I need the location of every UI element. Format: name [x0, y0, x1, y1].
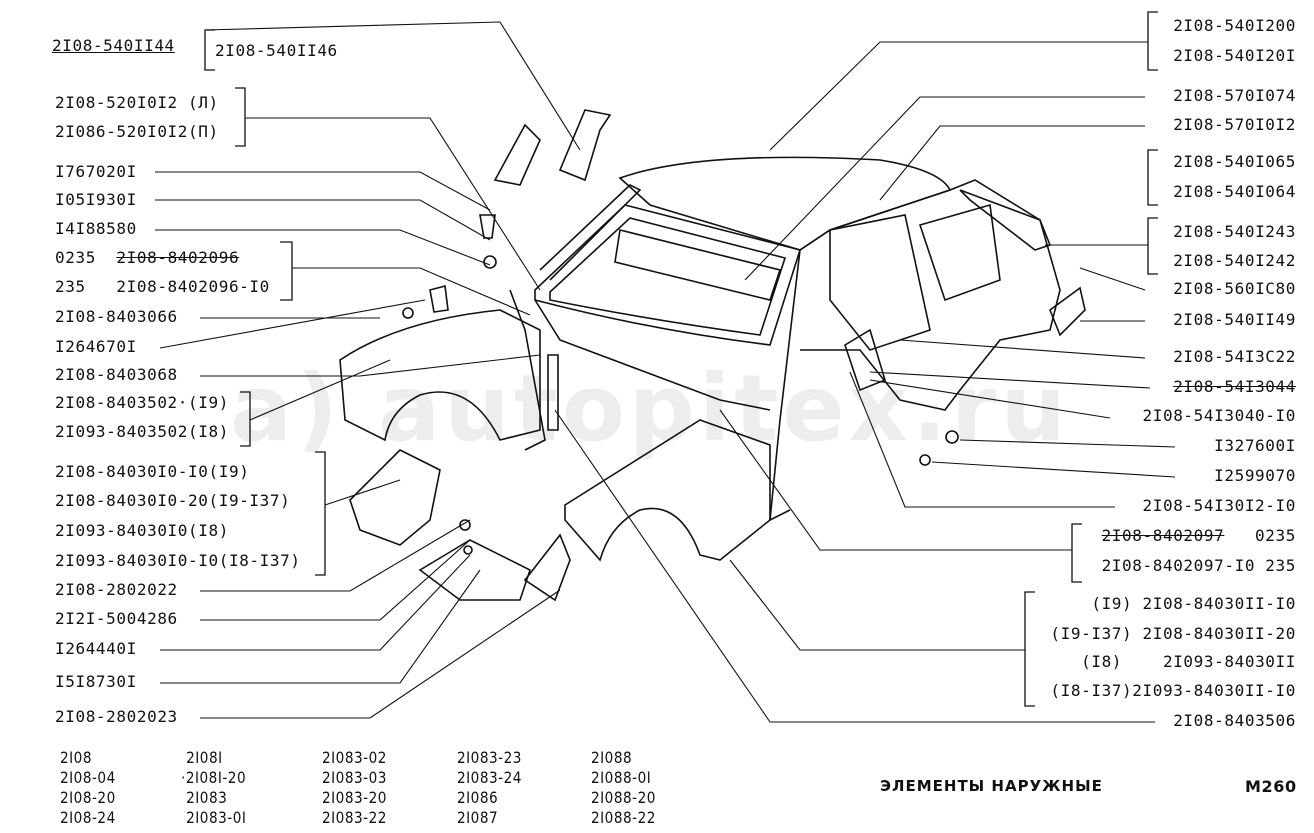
part-label: 2I08-8403502·(I9)	[55, 393, 229, 412]
part-label: 2I08-540I200	[1173, 16, 1296, 35]
model-code: 2I083-22	[322, 808, 387, 827]
part-label: 2I093-84030I0(I8)	[55, 521, 229, 540]
model-code: 2I08	[60, 748, 93, 767]
model-code: 2I087	[457, 808, 499, 827]
model-code: 2I083-02	[322, 748, 387, 767]
model-code: 2I083-03	[322, 768, 387, 787]
part-label: 2I08-520I0I2 (Л)	[55, 93, 219, 112]
part-label: 2I08-570I0I2	[1173, 115, 1296, 134]
page-code: M260	[1245, 777, 1297, 796]
part-label: 2I08-84030I0-I0(I9)	[55, 462, 250, 481]
model-code: 2I083-0I	[186, 808, 247, 827]
part-label: 2I08-84030I0-20(I9-I37)	[55, 491, 291, 510]
part-label: 2I08-54I3C22	[1173, 347, 1296, 366]
part-label: 2I08-540II44	[52, 36, 175, 55]
part-label: 2I08-8402097 0235	[1102, 527, 1296, 545]
part-label: I264670I	[55, 337, 137, 356]
model-code: 2I083-24	[457, 768, 522, 787]
part-label: 2I093-84030I0-I0(I8-I37)	[55, 551, 301, 570]
model-code: 2I088	[591, 748, 633, 767]
part-label: I5I8730I	[55, 672, 137, 691]
body-outline	[339, 109, 1086, 602]
part-label: 2I08-560IC80	[1173, 279, 1296, 298]
part-label: 2I08-8402097-I0 235	[1101, 556, 1296, 575]
superseded-part-number: 2I08-8402096	[116, 248, 240, 267]
model-code: 2I083	[186, 788, 228, 807]
part-label: (I8-I37)2I093-84030II-I0	[1050, 681, 1296, 700]
model-code: 2I083-20	[322, 788, 387, 807]
part-label: 2I2I-5004286	[55, 609, 178, 628]
part-label: I4I88580	[55, 219, 137, 238]
part-label: I767020I	[55, 162, 137, 181]
part-label: 2I08-54I30I2-I0	[1142, 496, 1296, 515]
superseded-part-label: 2I08-54I3044	[1173, 377, 1296, 396]
part-label: 2I08-8403066	[55, 307, 178, 326]
model-code: 2I088-22	[591, 808, 656, 827]
part-label: 2I08-570I074	[1173, 86, 1296, 105]
part-label: I327600I	[1214, 436, 1296, 455]
model-code: 2I08-20	[60, 788, 116, 807]
part-label: (I9) 2I08-84030II-I0	[1091, 594, 1296, 613]
part-label: 2I08-540I243	[1173, 222, 1296, 241]
part-label: 0235 2I08-8402096	[55, 249, 239, 267]
model-code: ·2I08I-20	[181, 768, 247, 787]
part-qualifier: 0235	[1224, 526, 1296, 545]
part-qualifier: 0235	[55, 248, 117, 267]
label-brackets	[204, 11, 1158, 707]
part-label: I264440I	[55, 639, 137, 658]
part-label: (I8) 2I093-84030II	[1081, 652, 1296, 671]
part-label: 2I08-2802023	[55, 707, 178, 726]
superseded-part-number: 2I08-8402097	[1101, 526, 1225, 545]
part-label: 2I08-540I065	[1173, 152, 1296, 171]
part-label: 2I08-2802022	[55, 580, 178, 599]
part-label: 2I08-540II49	[1173, 310, 1296, 329]
part-label: I2599070	[1214, 466, 1296, 485]
part-label: 2I086-520I0I2(П)	[55, 122, 219, 141]
part-label: I05I930I	[55, 190, 137, 209]
part-label: 235 2I08-8402096-I0	[55, 277, 270, 296]
part-label: 2I08-540I242	[1173, 251, 1296, 270]
part-label: 2I08-8403506	[1173, 711, 1296, 730]
model-code: 2I088-20	[591, 788, 656, 807]
model-code: 2I088-0I	[591, 768, 652, 787]
part-label: 2I08-540I20I	[1173, 46, 1296, 65]
part-label: (I9-I37) 2I08-84030II-20	[1050, 624, 1296, 643]
model-code: 2I08-04	[60, 768, 116, 787]
model-code: 2I08I	[186, 748, 223, 767]
part-label: 2I08-540I064	[1173, 182, 1296, 201]
diagram-title: ЭЛЕМЕНТЫ НАРУЖНЫЕ	[880, 777, 1103, 795]
part-label: 2I08-8403068	[55, 365, 178, 384]
model-code: 2I083-23	[457, 748, 522, 767]
part-label: 2I093-8403502(I8)	[55, 422, 229, 441]
model-code: 2I08-24	[60, 808, 116, 827]
part-label: 2I08-54I3040-I0	[1142, 406, 1296, 425]
model-code: 2I086	[457, 788, 499, 807]
part-label: 2I08-540II46	[215, 41, 338, 60]
leader-lines	[155, 21, 1176, 723]
